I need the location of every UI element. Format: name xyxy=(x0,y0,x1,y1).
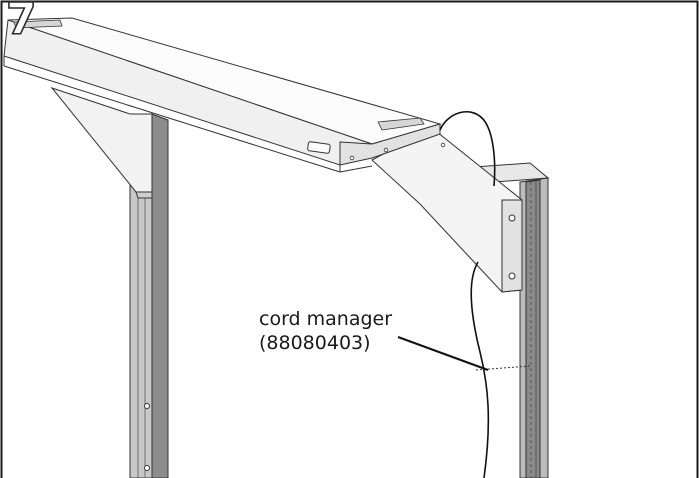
callout-leader-line xyxy=(397,336,489,371)
step-number: 7 xyxy=(5,0,37,45)
power-cord-lower xyxy=(470,261,490,478)
right-bracket xyxy=(371,127,523,293)
callout-label: cord manager xyxy=(259,308,393,330)
shelf-panel xyxy=(3,17,442,173)
left-post xyxy=(129,113,169,478)
left-bracket xyxy=(50,86,153,199)
right-post xyxy=(472,162,550,478)
power-cord-top xyxy=(439,110,496,187)
callout-part-number: (88080403) xyxy=(259,332,371,354)
